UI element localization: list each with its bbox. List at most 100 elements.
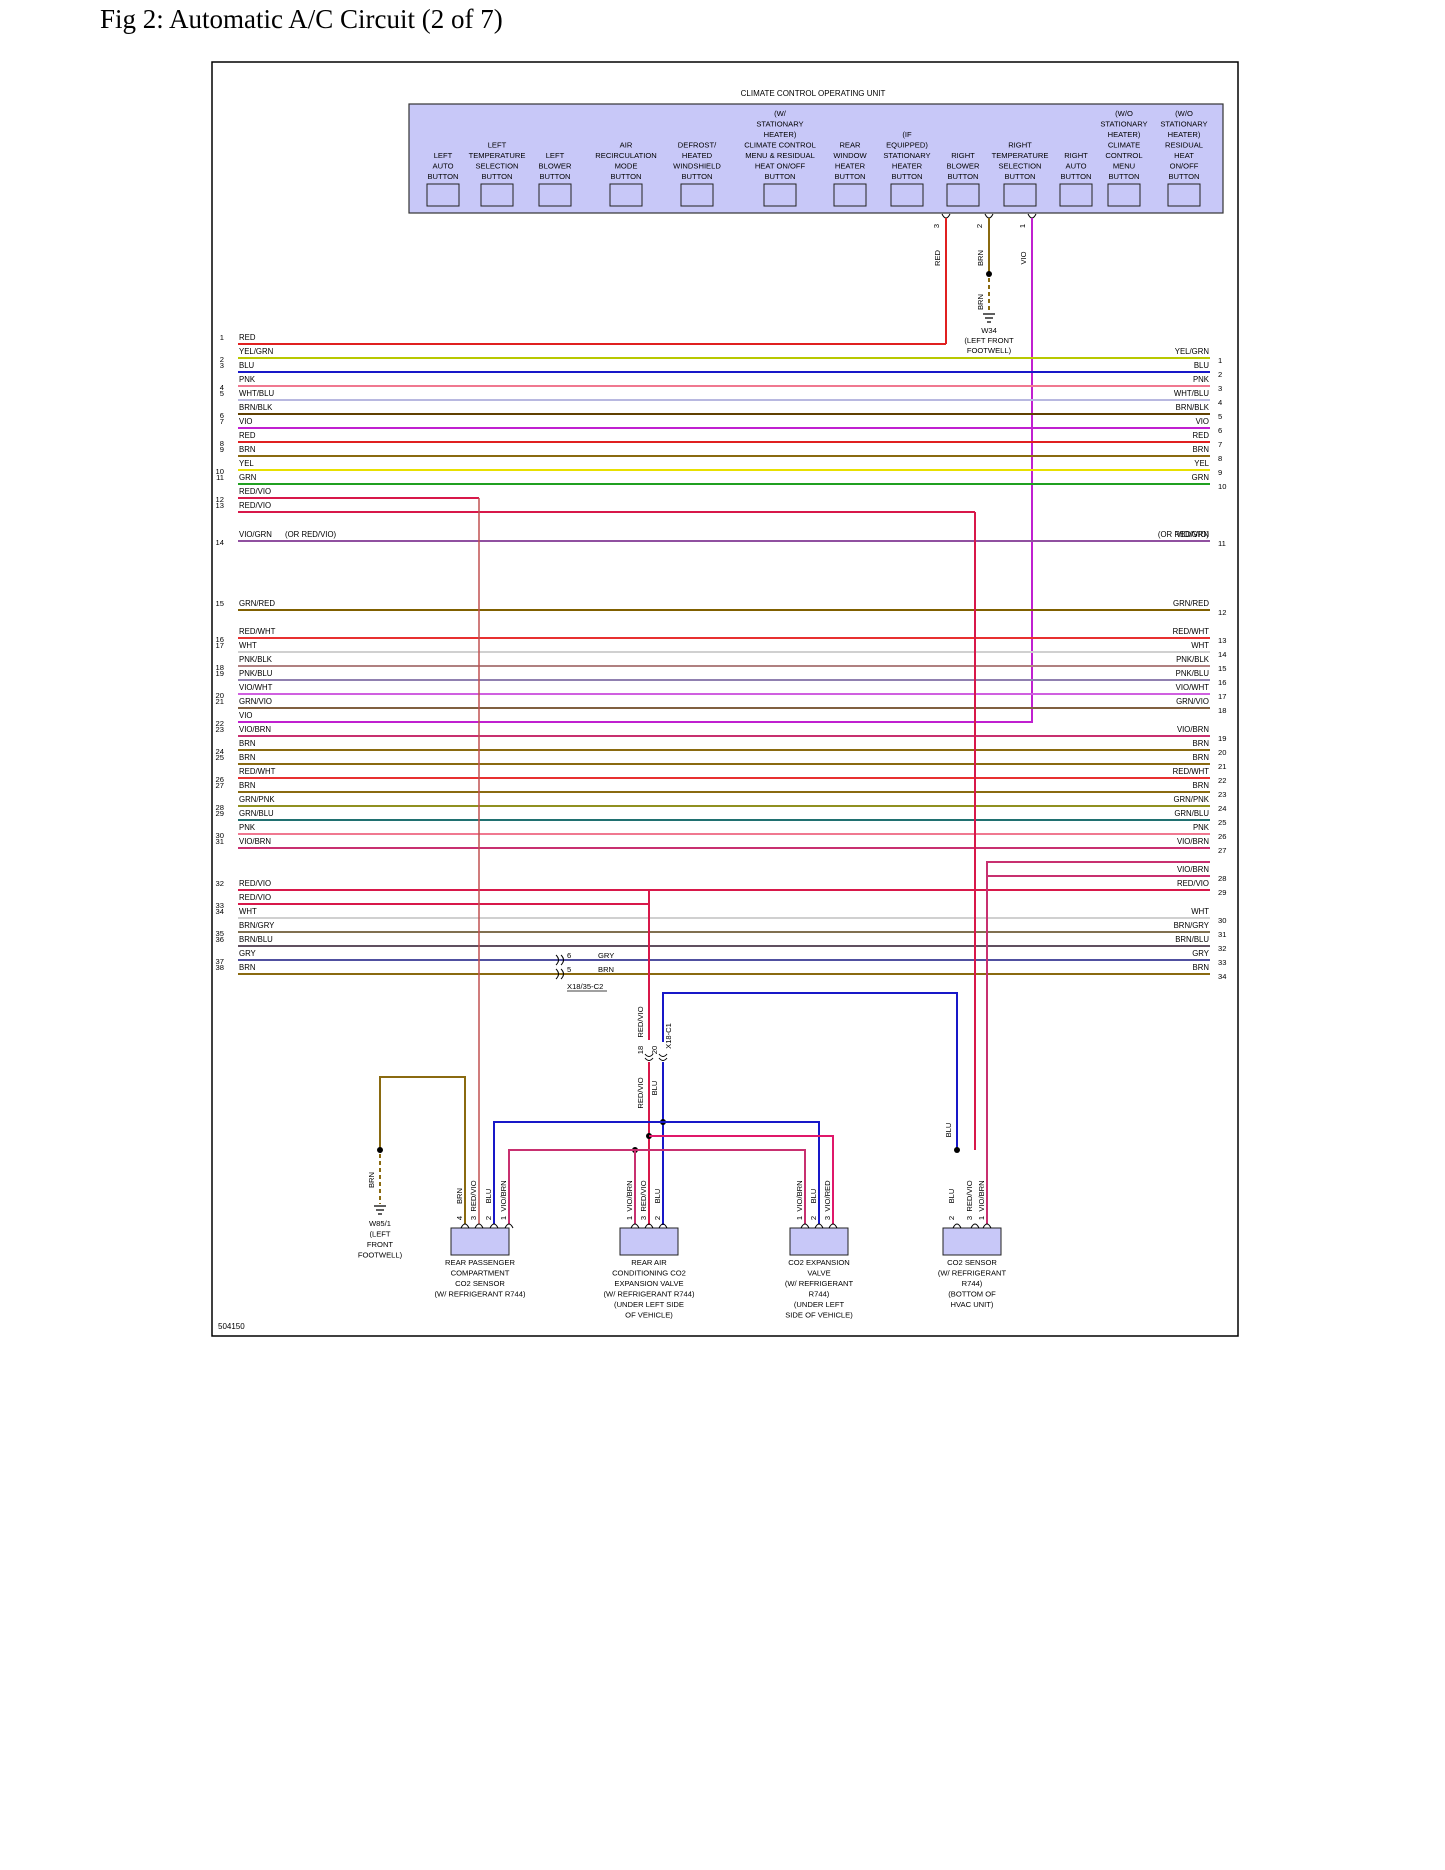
button-label: BUTTON [1004,172,1035,181]
button-label: BUTTON [610,172,641,181]
wire-color-right: BRN/BLU [1175,935,1209,944]
component-name: OF VEHICLE) [625,1311,673,1320]
button-label: LEFT [488,141,507,150]
button-contact [833,183,867,207]
pin-number-right: 15 [1218,664,1226,673]
component-pin-color: BLU [947,1189,956,1204]
wire-color-left: BRN [239,445,255,454]
button-contact [1003,183,1037,207]
pin-number-right: 31 [1218,930,1226,939]
junction-blu-label: BLU [650,1081,659,1096]
button-label: SELECTION [475,162,518,171]
button-contact [1167,183,1201,207]
pin-connector [970,1223,980,1229]
component-pin-color: VIO/BRN [499,1180,508,1211]
ground-w85-icon [374,1205,386,1215]
wire-color-left: VIO [239,711,252,720]
unit-button-12: (W/OSTATIONARYHEATER)CLIMATECONTROLMENUB… [1100,109,1148,207]
component-pin-color: BLU [653,1189,662,1204]
wire-color-left: WHT/BLU [239,389,274,398]
connector-x18-35-icon [555,954,564,980]
wire-color-left: WHT [239,907,257,916]
pin-number-left: 28 [216,803,224,812]
ground-w85-wire: BRN [367,1172,376,1188]
button-label: WINDOW [833,151,867,160]
wire-color-left: BRN [239,963,255,972]
component-pin-number: 3 [823,1216,832,1220]
button-label: STATIONARY [1100,120,1147,129]
pin-connector [828,1223,838,1229]
component-name: REAR PASSENGER [445,1258,515,1267]
splice-dot [377,1147,383,1153]
conn-pin-color: GRY [598,951,614,960]
pin-number-right: 5 [1218,412,1222,421]
pin-connector [489,1223,499,1229]
pin-number-right: 8 [1218,454,1222,463]
component-name: (W/ REFRIGERANT [785,1279,854,1288]
junction-blu-right-label: BLU [944,1123,953,1138]
wire-vio-brn-28 [986,861,1210,1224]
button-label: LEFT [546,151,565,160]
pin-number-right: 16 [1218,678,1226,687]
conn-c1-color: RED/VIO [636,1006,645,1037]
pin-number-right: 6 [1218,426,1222,435]
component-box [619,1227,679,1256]
wire-color-right: PNK/BLK [1176,655,1210,664]
unit-button-13: (W/OSTATIONARYHEATER)RESIDUALHEATON/OFFB… [1160,109,1208,207]
component-name: SIDE OF VEHICLE) [785,1311,853,1320]
wire-color-left: GRY [239,949,257,958]
button-label: BUTTON [1108,172,1139,181]
wire-color-left: PNK [239,375,256,384]
pin-connector [800,1223,810,1229]
pin-number-left: 27 [216,781,224,790]
conn-c1-pin: 18 [636,1046,645,1054]
button-contact [890,183,924,207]
button-label: CLIMATE CONTROL [744,141,816,150]
conn-c1-pin: 20 [650,1046,659,1054]
button-label: LEFT [434,151,453,160]
wire-color-left: RED/VIO [239,879,271,888]
unit-pin-color: RED [933,249,942,266]
wire-color-right: VIO/WHT [1176,683,1210,692]
wire-color-left: RED/WHT [239,627,276,636]
pin-number-right: 9 [1218,468,1222,477]
wire-color-right: VIO/BRN [1177,725,1209,734]
wire-color-right: VIO/BRN [1177,837,1209,846]
button-label: BUTTON [891,172,922,181]
button-contact [538,183,572,207]
wire-color-left: BRN [239,739,255,748]
wire-color-left: GRN/BLU [239,809,274,818]
pin-number-left: 36 [216,935,224,944]
pin-connector [982,1223,992,1229]
button-contact [609,183,643,207]
pin-number-right: 28 [1218,874,1226,883]
pin-number-right: 21 [1218,762,1226,771]
component-pin-color: VIO/BRN [977,1180,986,1211]
pin-number-left: 20 [216,691,224,700]
component-pin-number: 1 [625,1216,634,1220]
unit-pin-number: 3 [932,224,941,228]
component-pin-color: RED/VIO [469,1180,478,1211]
ground-w85-label: FOOTWELL) [358,1251,403,1260]
ground-w34-icon [983,313,995,323]
pin-number-right: 2 [1218,370,1222,379]
component-name: (W/ REFRIGERANT [938,1269,1007,1278]
wire-vio-brn-exp-valve [635,1149,806,1224]
